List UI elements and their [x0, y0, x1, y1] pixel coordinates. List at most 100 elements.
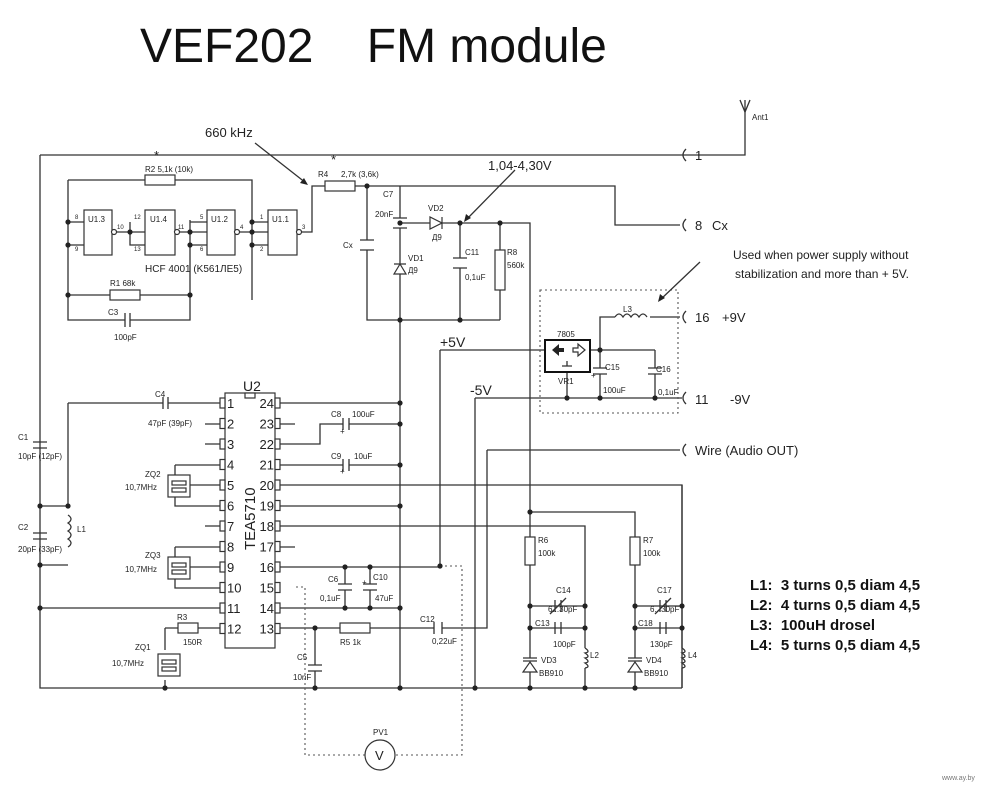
- u2-pin-label: 6: [227, 499, 234, 514]
- pin-label: 8: [75, 215, 79, 221]
- pin-label: 9: [75, 247, 79, 253]
- antenna-label: Ant1: [752, 113, 769, 122]
- label-vd4-val: BB910: [644, 669, 669, 678]
- label-c4-val: 47pF (39pF): [148, 419, 192, 428]
- u2-pin: [219, 622, 226, 635]
- label-c18-val: 130pF: [650, 640, 673, 649]
- label-c5: C5: [297, 653, 308, 662]
- gate-label: U1.1: [272, 215, 289, 224]
- junction-dot: [527, 625, 533, 631]
- label-c2: C2: [18, 523, 29, 532]
- label-pv1: PV1: [373, 728, 389, 737]
- note-line-1: Used when power supply without: [733, 248, 909, 262]
- label-c2-val: 20pF (33pF): [18, 545, 62, 554]
- junction-dot: [342, 564, 348, 570]
- junction-dot: [582, 625, 588, 631]
- label-c12: C12: [420, 615, 435, 624]
- label-vd2-val: Д9: [432, 233, 442, 242]
- u2-pin: [219, 520, 226, 532]
- pin-label: 2: [260, 247, 264, 253]
- u2-pin-label: 14: [260, 601, 274, 616]
- u2-pin: [219, 458, 226, 471]
- label-c10-val: 47uF: [375, 594, 393, 603]
- connector-11: 11: [695, 392, 709, 407]
- label-c16: C16: [656, 365, 671, 374]
- label-vd2: VD2: [428, 204, 444, 213]
- label-c10: C10: [373, 573, 388, 582]
- regulator-vr1: [544, 339, 591, 373]
- connector-16: 16: [695, 310, 709, 325]
- u2-pin-label: 8: [227, 540, 234, 555]
- resistor-r3: [177, 622, 199, 634]
- u2-pin: [219, 397, 226, 409]
- plus5v-label: +5V: [440, 334, 466, 350]
- u2-pin: [274, 622, 281, 635]
- junction-dot: [127, 229, 133, 235]
- junction-dot: [312, 685, 318, 691]
- gate-u1-1: [267, 209, 298, 256]
- label-zq-val: 10,7MHz: [112, 659, 144, 668]
- gate-u1-3: [83, 209, 113, 256]
- u2-pin-label: 18: [260, 519, 274, 534]
- r4-star: *: [331, 152, 336, 167]
- label-c14-val: 6...30pF: [548, 605, 577, 614]
- junction-dot: [497, 220, 503, 226]
- u2-pin-label: 5: [227, 478, 234, 493]
- label-vd1-val: Д9: [408, 266, 418, 275]
- coil-note: L3: 100uH drosel: [750, 617, 875, 634]
- junctions: [37, 183, 685, 691]
- junction-dot: [187, 292, 193, 298]
- junction-dot: [249, 219, 255, 225]
- u2-pin: [219, 581, 226, 594]
- label-c13: C13: [535, 619, 550, 628]
- label-r7: R7: [643, 536, 654, 545]
- resistor-r1: [109, 289, 141, 301]
- voltage-annotation: 1,04-4,30V: [488, 158, 552, 173]
- u2-pin: [274, 417, 281, 430]
- label-zq-val: 10,7MHz: [125, 565, 157, 574]
- u2-pin: [219, 417, 226, 430]
- label-zq-val: 10,7MHz: [125, 483, 157, 492]
- label-r3: R3: [177, 613, 188, 622]
- voltmeter-symbol: V: [375, 748, 384, 763]
- labels: 1 8 Cx 16 +9V 11 -9V Wire (Audio OUT) An…: [75, 113, 909, 458]
- connector-1: 1: [695, 148, 702, 163]
- u2-pin: [274, 520, 281, 532]
- label-zq1: ZQ1: [135, 643, 151, 652]
- label-r8-val: 560k: [507, 261, 525, 270]
- label-c1-val: 10pF (12pF): [18, 452, 62, 461]
- u2-pin-label: 2: [227, 417, 234, 432]
- junction-dot: [397, 685, 403, 691]
- label-c16-val: 0,1uF: [658, 388, 679, 397]
- u2-pin-label: 20: [260, 478, 274, 493]
- pin-label: 6: [200, 247, 204, 253]
- junction-dot: [679, 603, 685, 609]
- u2-pin-label: 10: [227, 581, 241, 596]
- crystals: [157, 474, 191, 677]
- junction-dot: [367, 564, 373, 570]
- resistor-r2: [144, 174, 176, 186]
- junction-dot: [162, 685, 168, 691]
- junction-dot: [437, 563, 443, 569]
- label-c7: C7: [383, 190, 394, 199]
- u2-pin-label: 7: [227, 519, 234, 534]
- junction-dot: [472, 685, 478, 691]
- pin-label: 13: [134, 247, 141, 253]
- u2-pin-label: 15: [260, 581, 274, 596]
- u2-pin-label: 24: [260, 396, 274, 411]
- note-line-2: stabilization and more than + 5V.: [735, 267, 909, 281]
- label-vr1: VR1: [558, 377, 574, 386]
- label-plus: +: [340, 467, 345, 476]
- u2-pin: [274, 581, 281, 594]
- gate-label: U1.3: [88, 215, 105, 224]
- label-c11: C11: [465, 248, 480, 257]
- junction-dot: [457, 317, 463, 323]
- u2-pin: [274, 561, 281, 573]
- label-c18: C18: [638, 619, 653, 628]
- pin-label: 10: [117, 225, 124, 231]
- label-l1: L1: [77, 525, 86, 534]
- label-c12-val: 0,22uF: [432, 637, 457, 646]
- label-l4: L4: [688, 651, 697, 660]
